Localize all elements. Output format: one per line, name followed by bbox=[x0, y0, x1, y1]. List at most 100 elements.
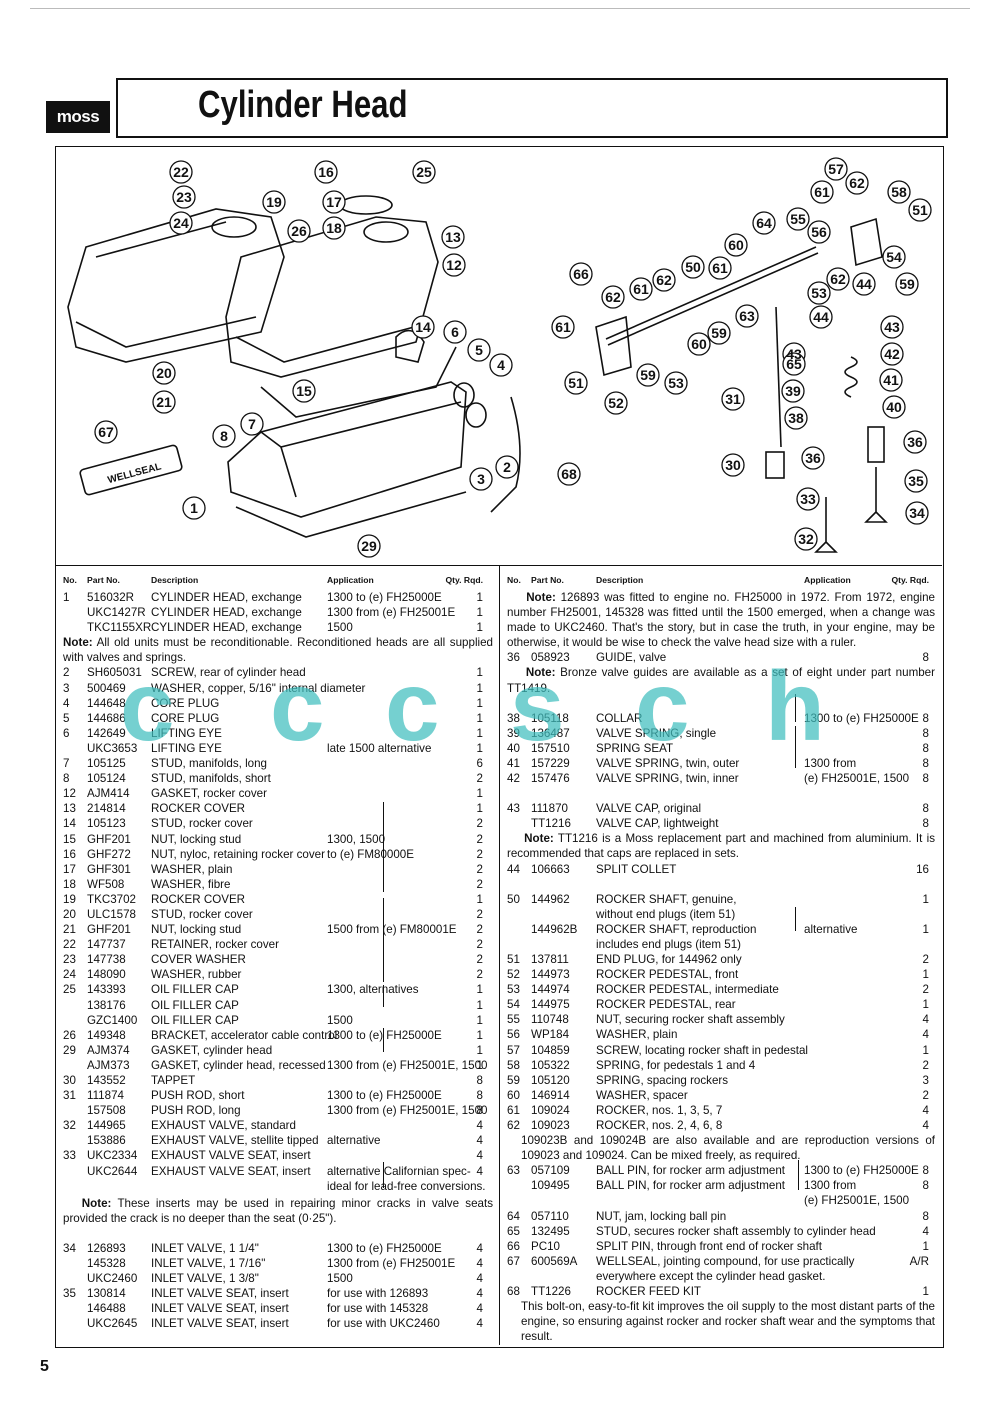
cell-no: 54 bbox=[507, 998, 520, 1012]
cell-part: 138176 bbox=[87, 998, 126, 1012]
cell-qty: 6 bbox=[476, 757, 483, 771]
header-desc: Description bbox=[596, 575, 644, 585]
cell-desc: EXHAUST VALVE, standard bbox=[151, 1119, 296, 1133]
cell-part: 105322 bbox=[531, 1058, 570, 1072]
cell-no: 12 bbox=[63, 787, 76, 801]
cell-part: 105120 bbox=[531, 1073, 570, 1087]
cell-qty: 2 bbox=[476, 938, 483, 952]
valve-spring bbox=[844, 356, 858, 398]
cell-desc: ROCKER PEDESTAL, rear bbox=[596, 998, 736, 1012]
rocker-feed-pipe bbox=[490, 396, 521, 513]
cell-no: 22 bbox=[63, 938, 76, 952]
cell-desc: WASHER, copper, 5/16" internal diameter bbox=[151, 681, 366, 695]
cell-qty: 2 bbox=[476, 862, 483, 876]
cell-part: 144962B bbox=[531, 922, 578, 936]
cell-desc: ROCKER COVER bbox=[151, 802, 246, 816]
svg-text:15: 15 bbox=[296, 383, 312, 399]
cell-qty: 8 bbox=[476, 1074, 483, 1087]
cell-app: for use with 126893 bbox=[327, 1287, 429, 1301]
content-frame bbox=[55, 146, 944, 1348]
cell-desc: ROCKER, nos. 1, 3, 5, 7 bbox=[596, 1103, 723, 1117]
cell-desc: OIL FILLER CAP bbox=[151, 1013, 239, 1027]
cell-no: 2 bbox=[63, 666, 70, 680]
svg-text:61: 61 bbox=[712, 260, 728, 276]
cell-qty: 2 bbox=[476, 817, 483, 831]
cell-part: GHF201 bbox=[87, 923, 131, 937]
cell-desc: VALVE SPRING, single bbox=[596, 726, 717, 740]
header-qty: Qty. Rqd. bbox=[445, 575, 483, 585]
cell-no: 53 bbox=[507, 983, 520, 997]
cell-no: 42 bbox=[507, 772, 520, 786]
cell-qty: 1 bbox=[476, 1028, 483, 1042]
cell-app: 1300, alternatives bbox=[327, 983, 419, 997]
cell-qty: 2 bbox=[476, 907, 483, 921]
cell-desc: NUT, jam, locking ball pin bbox=[596, 1209, 727, 1223]
filler-neck-right bbox=[363, 221, 409, 243]
header-no: No. bbox=[63, 575, 77, 585]
cell-desc: without end plugs (item 51) bbox=[596, 907, 736, 921]
cell-qty: 1 bbox=[476, 998, 483, 1012]
cell-part: 130814 bbox=[87, 1287, 126, 1301]
svg-text:42: 42 bbox=[884, 346, 900, 362]
cell-part: SH605031 bbox=[87, 666, 142, 680]
cell-part: 144965 bbox=[87, 1119, 126, 1133]
cell-no: 41 bbox=[507, 756, 520, 770]
cell-no: 32 bbox=[63, 1119, 76, 1133]
cell-no: 52 bbox=[507, 968, 520, 982]
cell-part: 214814 bbox=[87, 802, 126, 816]
cell-qty: 1 bbox=[476, 802, 483, 816]
cell-qty: A/R bbox=[909, 1254, 929, 1268]
cell-app: 1300 to (e) FH25000E bbox=[327, 1089, 442, 1103]
cell-part: AJM414 bbox=[87, 787, 130, 801]
cell-part: 106663 bbox=[531, 862, 570, 876]
cell-qty: 1 bbox=[922, 998, 929, 1012]
cell-desc: VALVE CAP, lightweight bbox=[596, 817, 719, 831]
cell-part: AJM373 bbox=[87, 1058, 130, 1072]
cell-app: 1300 to (e) FH25000E bbox=[327, 1028, 442, 1042]
cell-qty: 1 bbox=[476, 892, 483, 906]
cell-qty: 2 bbox=[922, 952, 929, 966]
cell-app: (e) FH25001E, 1500 bbox=[804, 772, 910, 786]
cell-no: 15 bbox=[63, 832, 76, 846]
svg-text:38: 38 bbox=[788, 410, 804, 426]
cell-part: 058923 bbox=[531, 651, 570, 665]
oil-filler-cap bbox=[339, 195, 393, 215]
svg-text:61: 61 bbox=[633, 281, 649, 297]
rocker-cover-left bbox=[67, 208, 285, 363]
cell-part: 149348 bbox=[87, 1028, 126, 1042]
cell-no: 60 bbox=[507, 1088, 520, 1102]
cell-no: 59 bbox=[507, 1073, 520, 1087]
cell-desc: INLET VALVE SEAT, insert bbox=[151, 1317, 289, 1331]
header-part: Part No. bbox=[87, 575, 120, 585]
table-row: ideal for lead-free conversions. bbox=[63, 1179, 493, 1194]
cell-part: 143393 bbox=[87, 983, 126, 997]
cell-no: 26 bbox=[63, 1028, 76, 1042]
cell-no: 30 bbox=[63, 1074, 76, 1087]
cell-qty: 1 bbox=[922, 1043, 929, 1057]
svg-text:50: 50 bbox=[685, 259, 701, 275]
cell-part: 111874 bbox=[87, 1089, 124, 1103]
cell-app: to (e) FM80000E bbox=[327, 847, 414, 861]
cell-part: 144686 bbox=[87, 711, 126, 725]
svg-text:66: 66 bbox=[573, 266, 589, 282]
cell-desc: INLET VALVE, 1 7/16" bbox=[151, 1257, 266, 1271]
cell-app: 1300 from (e) FH25001E, 1500 bbox=[327, 1058, 488, 1072]
cell-no: 34 bbox=[63, 1241, 76, 1255]
svg-text:44: 44 bbox=[856, 276, 872, 292]
cell-qty: 4 bbox=[476, 1257, 483, 1271]
svg-text:32: 32 bbox=[798, 531, 814, 547]
cell-no: 65 bbox=[507, 1224, 520, 1238]
